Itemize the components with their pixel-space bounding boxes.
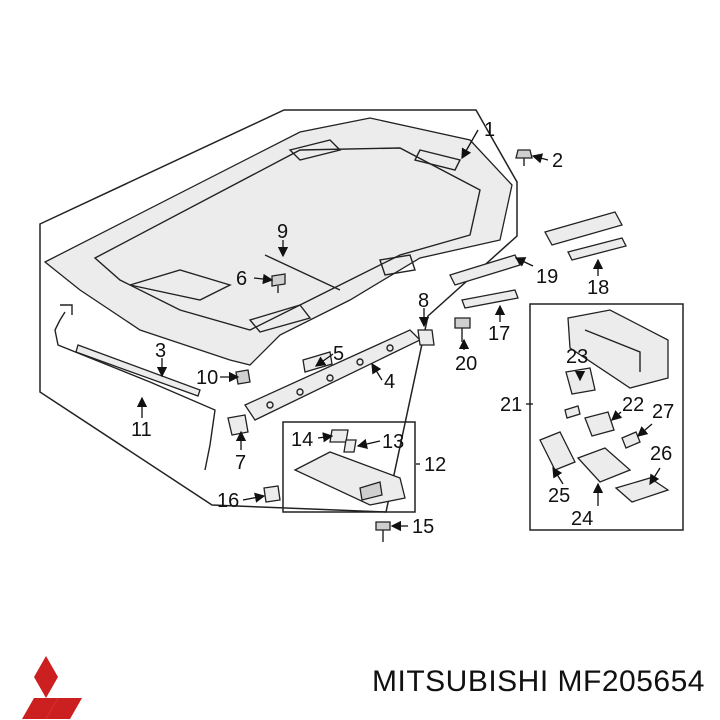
leader-lines: [136, 129, 661, 532]
lamp-part-24: [576, 447, 632, 483]
callout-15: 15: [412, 516, 434, 538]
callout-19: 19: [536, 266, 558, 288]
lamp-housing-part-21: [567, 309, 669, 389]
grab-handle-part-17: [461, 289, 519, 309]
callout-8: 8: [418, 290, 429, 312]
callout-21: 21: [500, 394, 522, 416]
bulb-small-left: [564, 405, 581, 419]
bracket-part-19: [449, 254, 521, 286]
callout-24: 24: [571, 508, 593, 530]
part-caption: MITSUBISHI MF205654: [372, 665, 705, 699]
strip-part-9: [264, 254, 341, 291]
brand-name: MITSUBISHI: [372, 665, 549, 698]
callout-13: 13: [382, 431, 404, 453]
clip-part-13: [343, 439, 357, 453]
callout-5: 5: [333, 343, 344, 365]
callout-14: 14: [291, 429, 313, 451]
bulb-part-27: [621, 431, 641, 449]
callout-26: 26: [650, 443, 672, 465]
callout-18: 18: [587, 277, 609, 299]
bulb-part-22: [584, 411, 615, 437]
callout-2: 2: [552, 150, 563, 172]
callout-22: 22: [622, 394, 644, 416]
clip-part-8: [417, 329, 435, 346]
callout-23: 23: [566, 346, 588, 368]
screw-part-15: [375, 521, 391, 542]
mitsubishi-logo-icon: [22, 656, 82, 719]
callout-7: 7: [235, 452, 246, 474]
switch-part-23: [565, 367, 596, 395]
callout-27: 27: [652, 401, 674, 423]
lens-part-26: [614, 477, 670, 503]
callout-9: 9: [277, 221, 288, 243]
roof-rail-trim-part-4: [244, 329, 422, 421]
callout-17: 17: [488, 323, 510, 345]
callout-3: 3: [155, 340, 166, 362]
sun-visor-part-12: [293, 451, 406, 506]
callout-12: 12: [424, 454, 446, 476]
sun-visor-group-box: [282, 421, 416, 513]
clip-part-16: [263, 485, 281, 503]
bolt-part-20: [454, 317, 471, 342]
clip-part-2: [515, 149, 533, 166]
callout-10: 10: [196, 367, 218, 389]
callout-25: 25: [548, 485, 570, 507]
callout-20: 20: [455, 353, 477, 375]
callout-4: 4: [384, 371, 395, 393]
clip-part-10: [235, 369, 251, 385]
grab-handle-part-18: [544, 211, 627, 261]
callout-1: 1: [484, 119, 495, 141]
lens-part-25: [539, 431, 576, 471]
callout-16: 16: [217, 490, 239, 512]
pad-part-14: [329, 429, 349, 443]
callout-11: 11: [131, 419, 152, 441]
dome-lamp-group-box: [529, 303, 684, 531]
bracket-part-7: [227, 414, 249, 436]
part-number: MF205654: [557, 665, 705, 698]
callout-6: 6: [236, 268, 247, 290]
headliner-part-1: [43, 117, 513, 366]
